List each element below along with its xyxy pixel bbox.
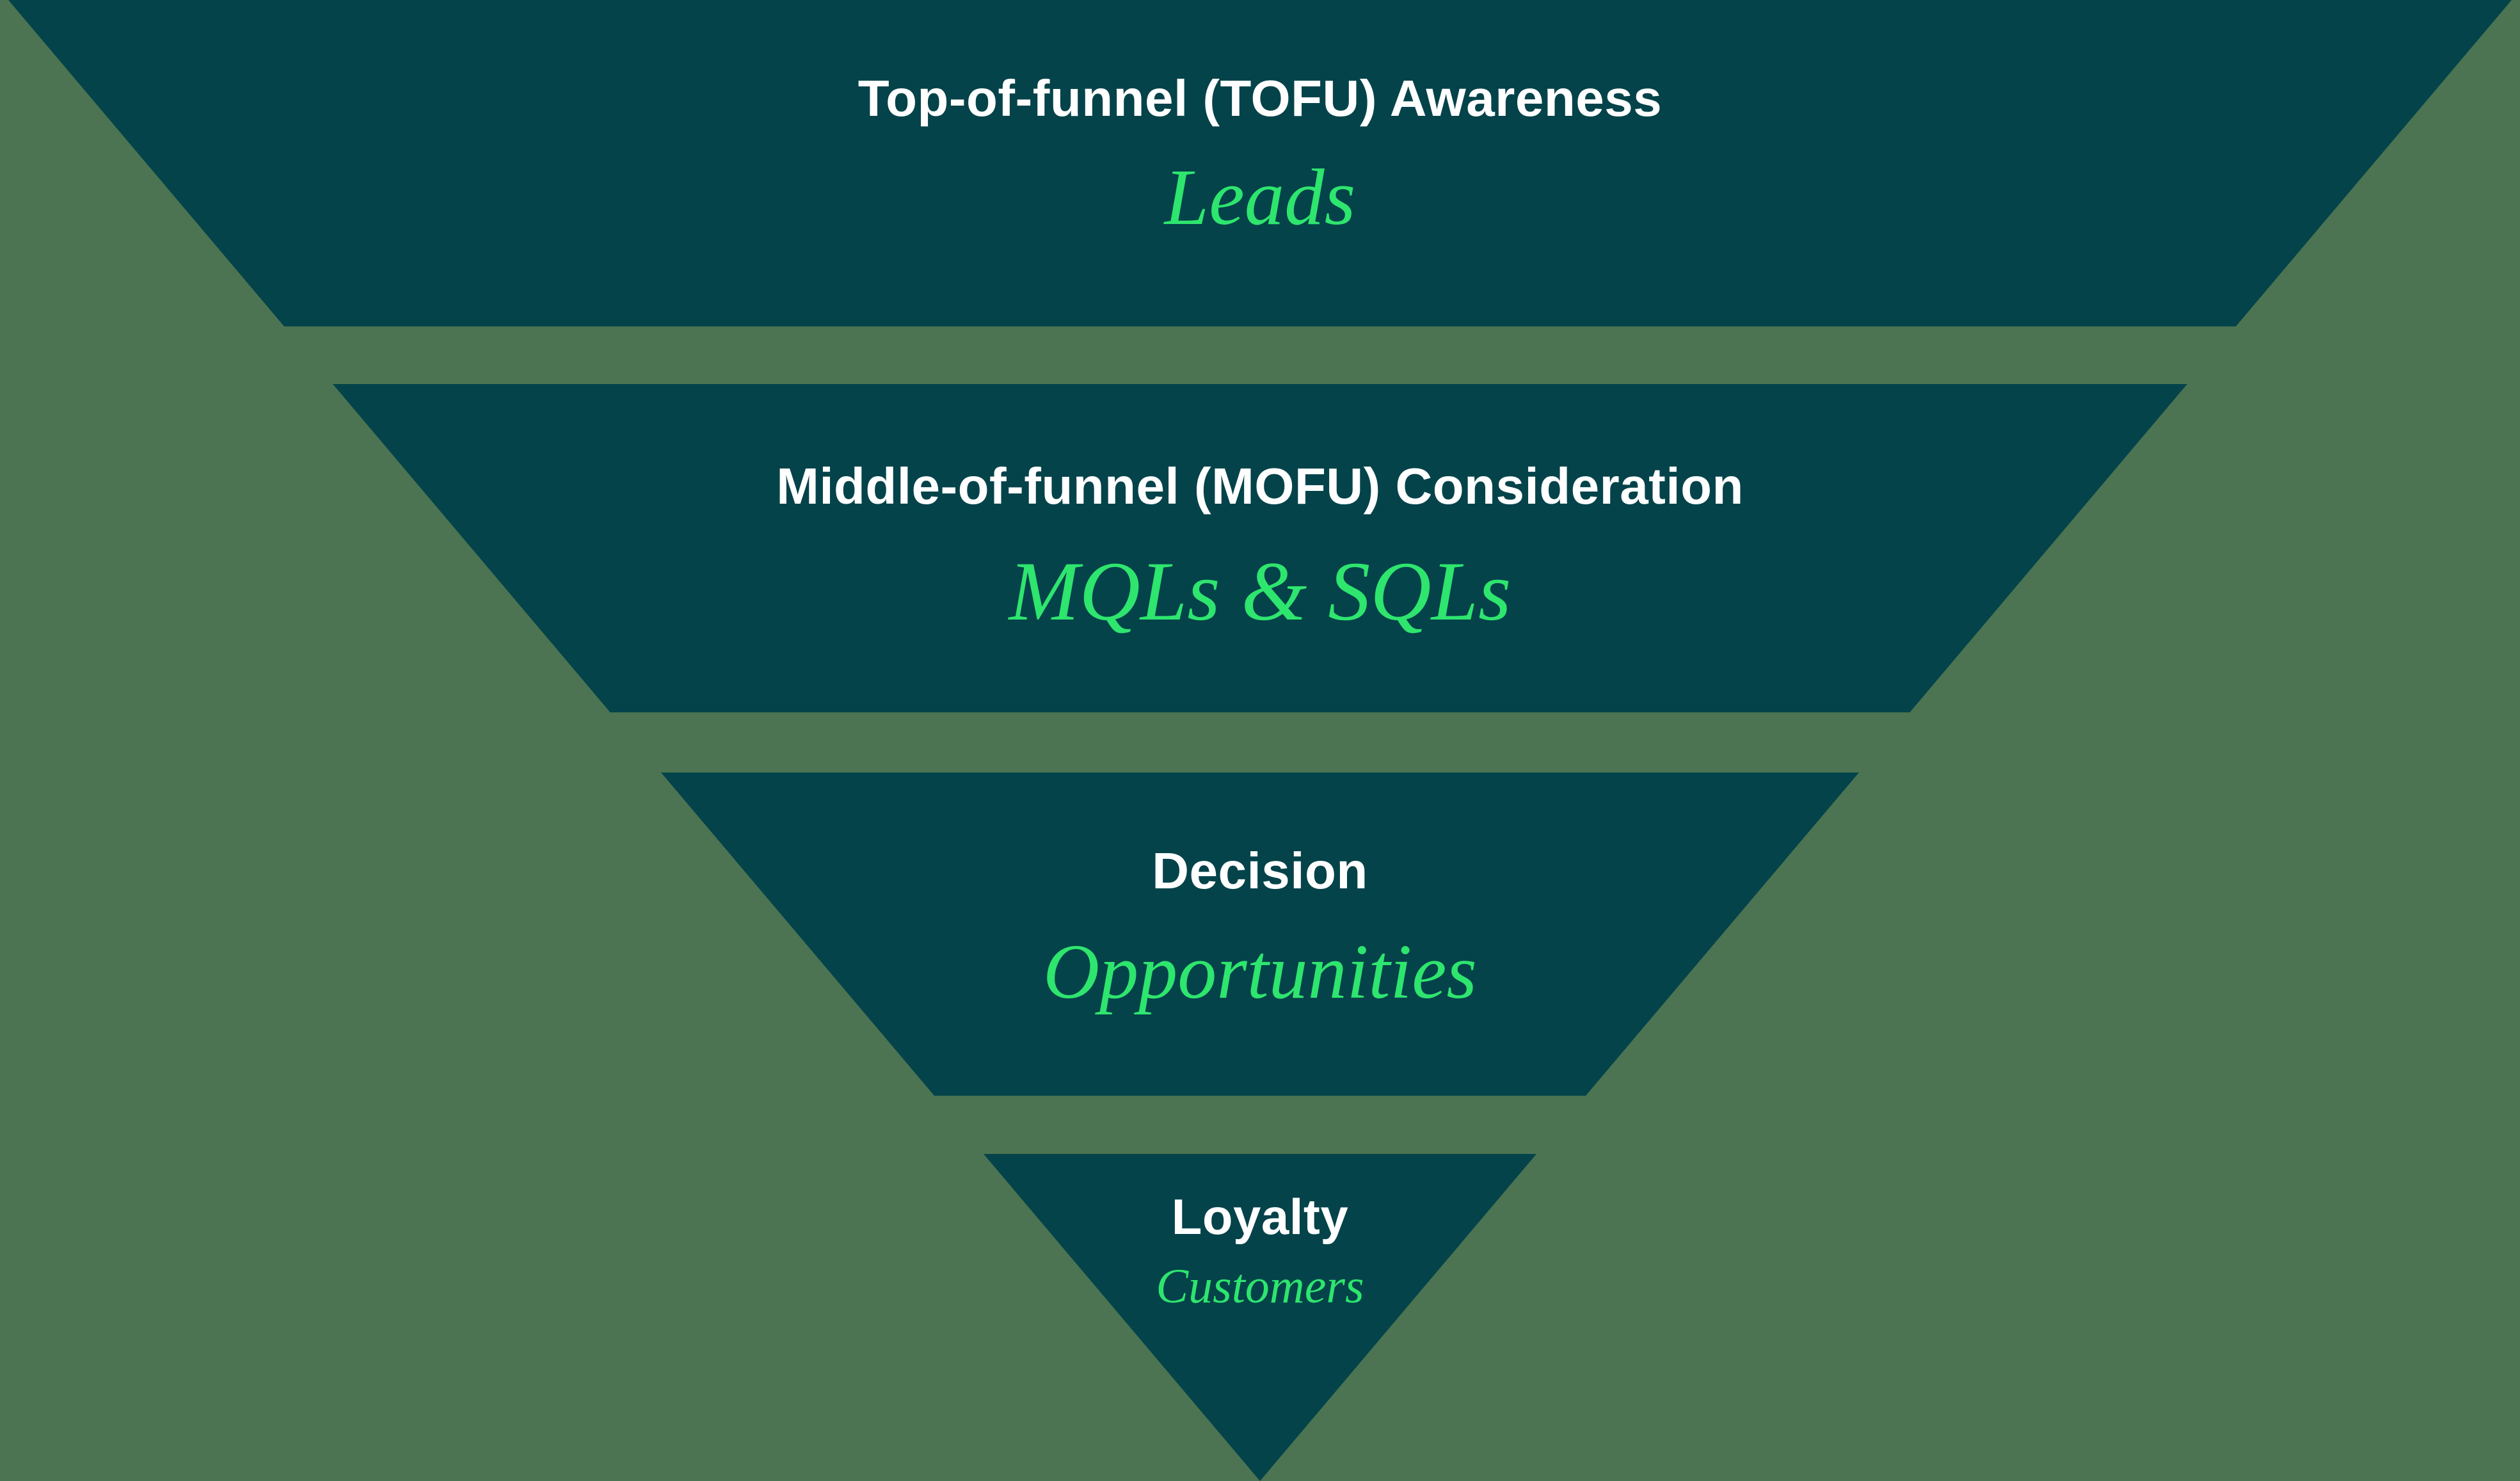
funnel-tier-loyalty: Loyalty Customers — [984, 1154, 1536, 1481]
tier-loyalty-label: Customers — [1156, 1259, 1364, 1313]
tier-decision-label: Opportunities — [1043, 929, 1477, 1015]
funnel-tier-decision: Decision Opportunities — [661, 773, 1859, 1096]
tier-decision-heading: Decision — [1152, 842, 1368, 899]
tier-awareness-label: Leads — [1164, 154, 1356, 242]
funnel-tier-consideration: Middle-of-funnel (MOFU) Consideration MQ… — [333, 384, 2187, 712]
tier-consideration-heading: Middle-of-funnel (MOFU) Consideration — [776, 458, 1744, 515]
funnel-tier-awareness: Top-of-funnel (TOFU) Awareness Leads — [8, 0, 2512, 326]
tier-consideration-label: MQLs & SQLs — [1009, 544, 1511, 638]
tier-awareness-heading: Top-of-funnel (TOFU) Awareness — [857, 70, 1663, 127]
tier-loyalty-heading: Loyalty — [1171, 1189, 1349, 1245]
